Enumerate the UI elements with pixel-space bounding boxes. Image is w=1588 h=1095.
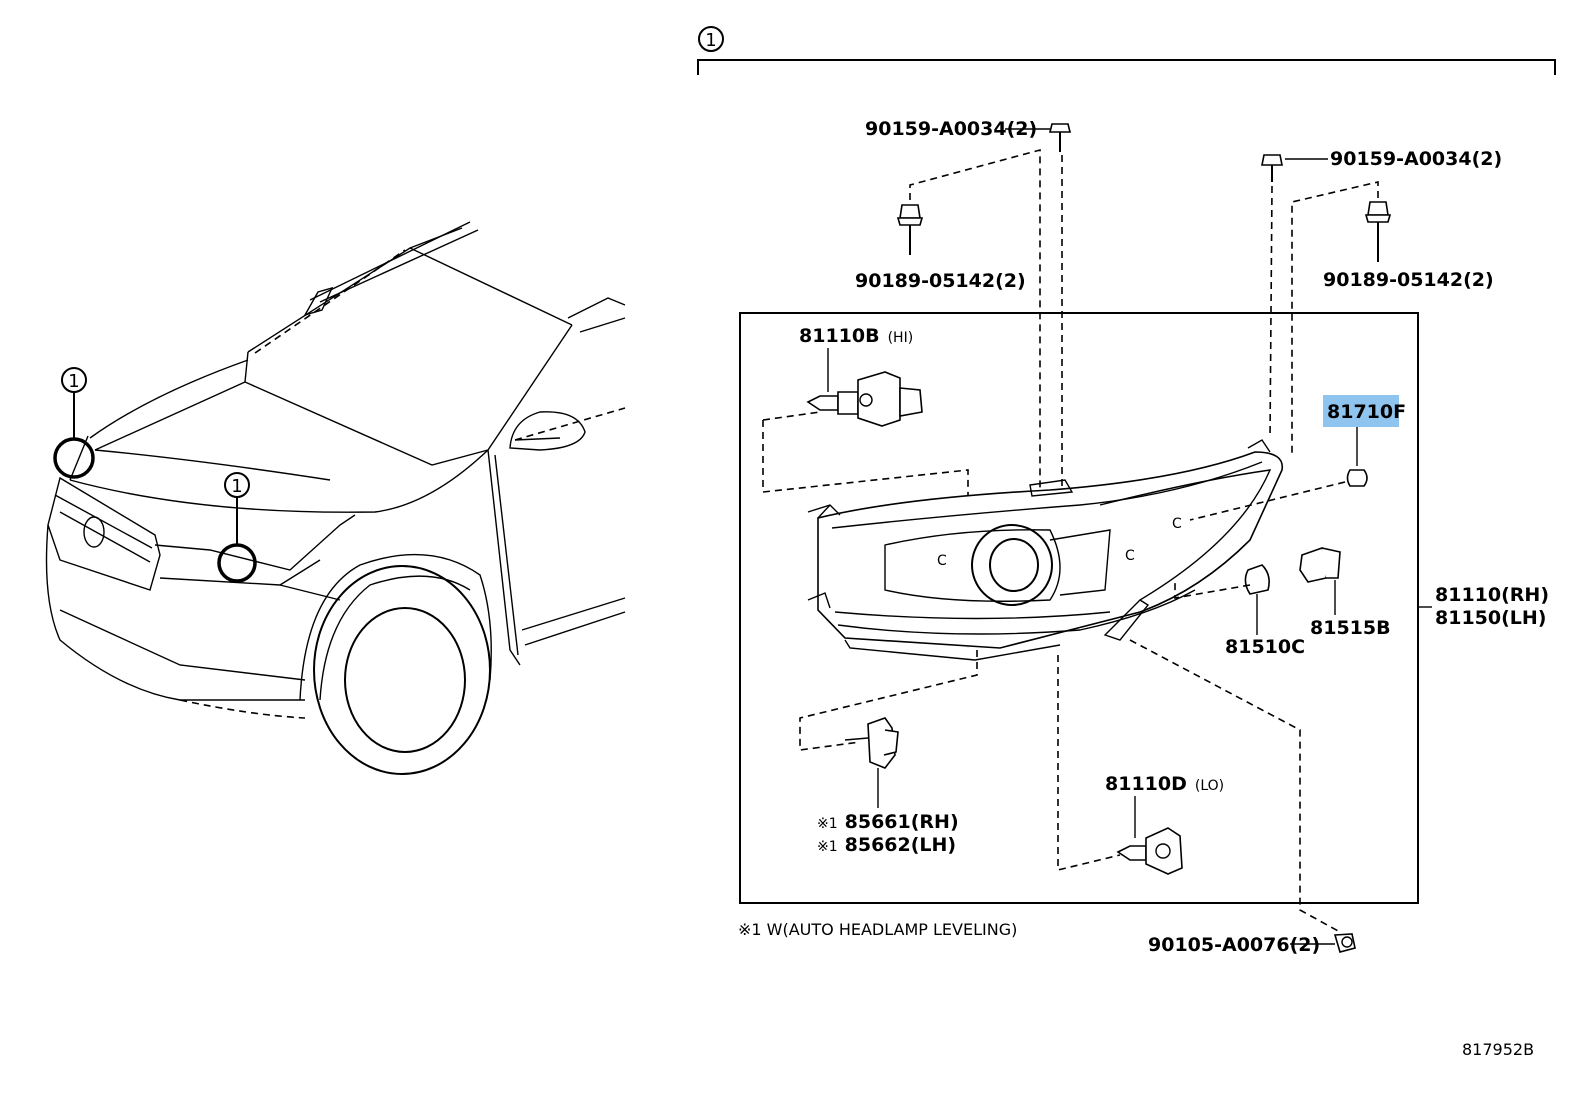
vehicle-callout-right[interactable]: 1 — [217, 472, 257, 583]
headlamp-location-marker — [217, 543, 257, 583]
screw-top-right[interactable]: 90159-A0034(2) — [1261, 148, 1502, 439]
footnote-auto-leveling: ※1 W(AUTO HEADLAMP LEVELING) — [738, 920, 1017, 939]
label-socket-81515b: 81515B — [1310, 617, 1391, 639]
vehicle-callout-left[interactable]: 1 — [53, 367, 95, 479]
label-bulb-81510c: 81510C — [1225, 636, 1305, 658]
headlamp-location-marker — [53, 437, 95, 479]
callout-number: 1 — [231, 476, 242, 497]
leveling-actuator[interactable]: ※1 85661(RH) ※1 85662(LH) — [799, 650, 978, 856]
figure-code: 817952B — [1462, 1040, 1534, 1059]
svg-text:C: C — [1172, 516, 1182, 532]
svg-text:C: C — [937, 553, 947, 569]
screw-top-left[interactable]: 90159-A0034(2) — [865, 118, 1072, 510]
nut-right[interactable]: 90189-05142(2) — [1291, 180, 1494, 455]
label-side-marker[interactable]: 81710F — [1327, 401, 1406, 423]
label-actuator-lh: ※1 85662(LH) — [817, 834, 956, 856]
socket-81515b[interactable]: 81515B — [1299, 547, 1391, 639]
nut-left[interactable]: 90189-05142(2) — [855, 148, 1041, 505]
label-bulb-lo: 81110D (LO) — [1105, 773, 1224, 795]
label-bulb-hi: 81110B (HI) — [799, 325, 913, 347]
label-nut-left: 90189-05142(2) — [855, 270, 1026, 292]
bulb-hi[interactable]: 81110B (HI) — [762, 325, 969, 648]
side-marker-bulb[interactable]: 81710F — [1189, 395, 1406, 521]
label-screw-bottom: 90105-A0076(2) — [1148, 934, 1320, 956]
highlight-box — [1323, 395, 1399, 427]
callout-number: 1 — [68, 371, 79, 392]
screw-bottom[interactable]: 90105-A0076(2) — [1129, 639, 1356, 956]
group-bracket: 1 — [697, 26, 1556, 75]
label-assembly-rh: 81110(RH) — [1435, 584, 1549, 606]
label-assembly-lh: 81150(LH) — [1435, 607, 1546, 629]
group-callout-number: 1 — [705, 30, 716, 51]
svg-text:C: C — [1125, 548, 1135, 564]
assembly-frame — [739, 312, 1419, 904]
vehicle-front-illustration — [45, 221, 626, 775]
headlamp-assembly[interactable]: C C C 81110(RH) 81150(LH) — [807, 439, 1549, 661]
label-actuator-rh: ※1 85661(RH) — [817, 811, 959, 833]
label-nut-right: 90189-05142(2) — [1323, 269, 1494, 291]
label-screw-top-right: 90159-A0034(2) — [1330, 148, 1502, 170]
bulb-lo[interactable]: 81110D (LO) — [1057, 655, 1224, 875]
label-screw-top-left: 90159-A0034(2) — [865, 118, 1037, 140]
bulb-81510c[interactable]: 81510C — [1174, 564, 1305, 658]
